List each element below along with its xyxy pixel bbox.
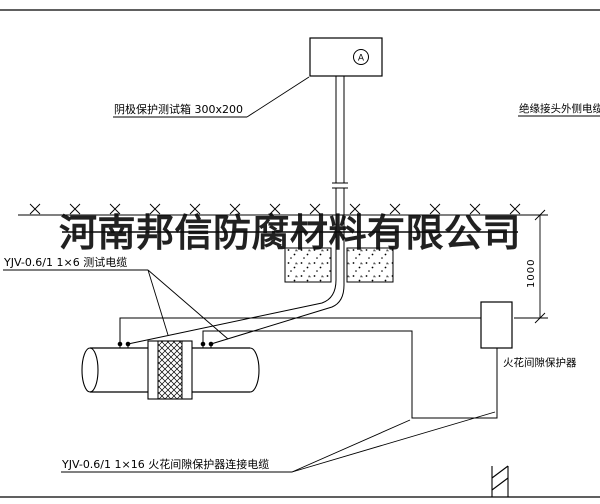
protector-cable-upper <box>119 317 481 344</box>
test-cable-right <box>210 188 345 345</box>
test-box: A <box>309 37 383 77</box>
conduit <box>332 76 348 189</box>
pipeline <box>81 340 260 400</box>
pipe-left-endcap <box>81 347 99 393</box>
concrete-block-right <box>346 247 394 283</box>
protector-cables <box>119 317 498 419</box>
depth-dimension <box>514 209 548 324</box>
pipe-right-endcap <box>249 347 260 393</box>
company-watermark-text: 河南邦信防腐材料有限公司 <box>59 211 521 255</box>
test-box-label: 阴极保护测试箱 300x200 <box>114 102 243 116</box>
insulating-joint-outer-cable-label: 绝缘接头外侧电缆 <box>519 102 600 115</box>
protector-cable-lower <box>202 330 498 419</box>
ammeter-circle-icon <box>353 49 369 65</box>
label-leaders <box>3 76 600 473</box>
concrete-block-left <box>284 247 332 283</box>
company-watermark: 河南邦信防腐材料有限公司 <box>59 211 521 255</box>
ammeter-symbol: A <box>358 54 365 64</box>
ground-hatch-marks <box>29 203 521 215</box>
protector-cable-label: YJV-0.6/1 1×16 火花间隙保护器连接电缆 <box>61 457 269 471</box>
spark-gap-protector-label: 火花间隙保护器 <box>503 356 577 369</box>
test-cable-left <box>127 188 337 345</box>
spark-gap-protector <box>480 301 513 349</box>
drawing-frame <box>0 9 600 498</box>
pipe-stub-symbol <box>491 465 509 497</box>
dimension-value: 1000 <box>526 259 537 288</box>
concrete-blocks <box>284 247 394 283</box>
test-cables <box>127 188 345 345</box>
test-cable-label: YJV-0.6/1 1×6 测试电缆 <box>3 256 127 269</box>
